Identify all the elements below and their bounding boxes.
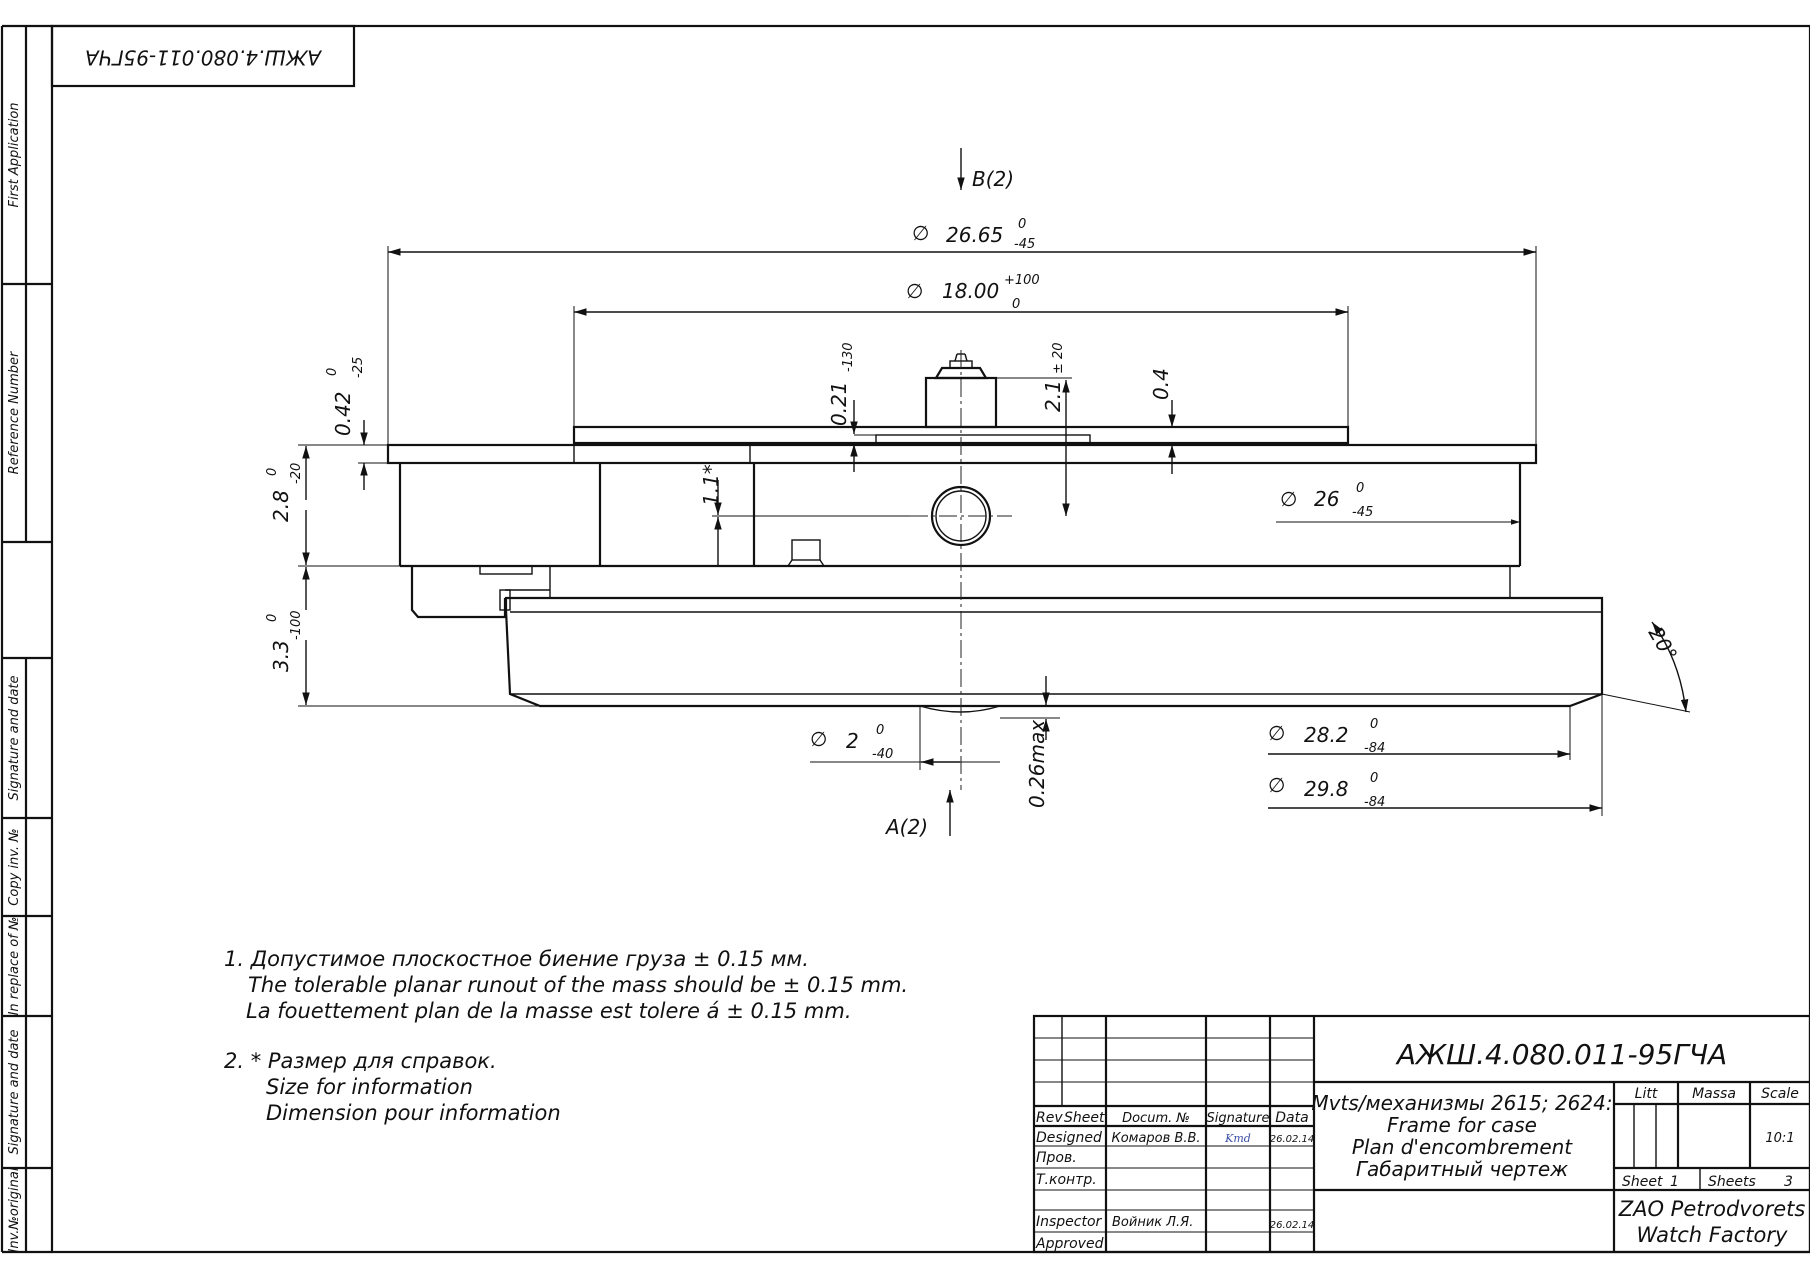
dim-2-8-upper: 0: [265, 468, 280, 476]
label-scale: Scale: [1761, 1086, 1799, 1102]
row-tkontr: Т.контр.: [1036, 1172, 1097, 1188]
note-2-fr: Dimension pour information: [266, 1101, 561, 1125]
title-doc-number: АЖШ.4.080.011-95ГЧА: [1395, 1038, 1727, 1071]
dim-26-lower: -45: [1352, 505, 1373, 520]
inspector-date: 26.02.14: [1270, 1220, 1315, 1231]
note-1-en: The tolerable planar runout of the mass …: [248, 973, 908, 997]
dim-29-8-lower: -84: [1364, 795, 1385, 810]
company-line-1: ZAO Petrodvorets: [1618, 1197, 1806, 1221]
diameter-symbol: ∅: [1268, 773, 1285, 797]
company-line-2: Watch Factory: [1637, 1223, 1788, 1247]
view-b-label: B(2): [972, 167, 1014, 191]
dim-2-upper: 0: [876, 723, 884, 738]
dim-2-1-tol: ± 20: [1051, 342, 1066, 374]
row-prov: Пров.: [1036, 1150, 1077, 1166]
dim-2-8-value: 2.8: [269, 490, 293, 522]
sheets-value: 3: [1784, 1174, 1793, 1190]
drawing-title-3: Plan d'encombrement: [1352, 1135, 1573, 1159]
sheet-value: 1: [1670, 1174, 1679, 1190]
row-approved: Approved: [1035, 1236, 1104, 1252]
dim-3-3-upper: 0: [265, 614, 280, 622]
header-data: Data: [1275, 1110, 1308, 1126]
dim-2-1-value: 2.1: [1041, 380, 1065, 412]
dim-3-3-value: 3.3: [269, 640, 293, 672]
diameter-symbol: ∅: [1268, 721, 1285, 745]
dim-26-65-lower: -45: [1014, 237, 1035, 252]
side-label-copy-inv: Copy inv. №: [7, 828, 22, 905]
dim-2-value: 2: [846, 729, 859, 753]
dim-18-00-value: 18.00: [942, 279, 999, 303]
note-1-fr: La fouettement plan de la masse est tole…: [246, 999, 852, 1023]
side-label-reference-number: Reference Number: [7, 350, 22, 474]
drawing-title-1: Mvts/механизмы 2615; 2624:: [1311, 1091, 1612, 1115]
dim-28-2-lower: -84: [1364, 741, 1385, 756]
dim-28-2-upper: 0: [1370, 717, 1378, 732]
title-block: АЖШ.4.080.011-95ГЧА Rev Sheet Docum. № S…: [1032, 1014, 1810, 1254]
center-lines: [910, 350, 1012, 790]
dim-2-lower: -40: [872, 747, 893, 762]
part-outline: [386, 353, 1604, 713]
dim-0-42-value: 0.42: [331, 391, 355, 436]
side-label-signature-date-1: Signature and date: [7, 675, 22, 800]
label-litt: Litt: [1635, 1086, 1658, 1102]
header-signature: Signature: [1206, 1111, 1269, 1126]
header-docum: Docum. №: [1122, 1111, 1190, 1126]
designed-signature: Kmd: [1224, 1132, 1251, 1145]
dim-0-21-value: 0.21: [827, 381, 851, 426]
sheet-frame: [0, 24, 1810, 1254]
dim-0-42-upper: 0: [325, 368, 340, 376]
diameter-symbol: ∅: [1280, 487, 1297, 511]
dim-0-26-value: 0.26max: [1025, 720, 1049, 808]
header-rev: Rev: [1036, 1110, 1063, 1126]
dim-0-42-lower: -25: [351, 357, 366, 378]
inspector-name: Войник Л.Я.: [1112, 1215, 1193, 1230]
designed-name: Комаров В.В.: [1111, 1131, 1200, 1146]
header-sheet: Sheet: [1064, 1110, 1105, 1126]
dim-0-4-value: 0.4: [1149, 368, 1173, 400]
dim-29-8-value: 29.8: [1304, 777, 1349, 801]
dim-1-1-value: 1.1*: [699, 464, 723, 506]
dim-26-value: 26: [1314, 487, 1339, 511]
dim-29-8-upper: 0: [1370, 771, 1378, 786]
stamp-box: АЖШ.4.080.011-95ГЧА: [50, 24, 356, 88]
dim-3-3-lower: -100: [289, 610, 304, 640]
dim-26-65-upper: 0: [1018, 217, 1026, 232]
drawing-title-2: Frame for case: [1387, 1113, 1537, 1137]
drawing-title-4: Габаритный чертеж: [1356, 1157, 1568, 1181]
dim-2-8-lower: -20: [289, 463, 304, 484]
row-inspector: Inspector: [1036, 1214, 1103, 1230]
label-sheets: Sheets: [1708, 1174, 1756, 1190]
note-1-ru: 1. Допустимое плоскостное биение груза ±…: [224, 947, 809, 971]
side-label-signature-date-2: Signature and date: [7, 1029, 22, 1154]
side-label-in-replace-of: In replace of №: [7, 917, 22, 1016]
dim-angle-value: 20°: [1644, 623, 1683, 666]
dim-0-21-lower: -130: [841, 342, 856, 372]
view-a-label: A(2): [884, 815, 928, 839]
diameter-symbol: ∅: [912, 221, 929, 245]
dim-26-65-value: 26.65: [946, 223, 1003, 247]
designed-date: 26.02.14: [1270, 1134, 1315, 1145]
side-label-inv-original: Inv.№original: [7, 1167, 22, 1252]
dimensions: B(2) A(2) ∅ 26.65 0 -45 ∅ 18.00 +100 0 0…: [265, 148, 1691, 839]
side-labels: First Application Reference Number Signa…: [7, 102, 22, 1252]
dim-18-00-lower: 0: [1012, 297, 1020, 312]
scale-value: 10:1: [1765, 1131, 1794, 1146]
note-2-ru: 2. * Размер для справок.: [224, 1049, 497, 1073]
notes: 1. Допустимое плоскостное биение груза ±…: [224, 947, 908, 1125]
dim-26-upper: 0: [1356, 481, 1364, 496]
row-designed: Designed: [1036, 1130, 1102, 1146]
stamp-text: АЖШ.4.080.011-95ГЧА: [85, 46, 323, 70]
label-massa: Massa: [1692, 1086, 1736, 1102]
diameter-symbol: ∅: [906, 279, 923, 303]
side-label-first-application: First Application: [7, 102, 22, 207]
label-sheet: Sheet: [1622, 1174, 1663, 1190]
note-2-en: Size for information: [266, 1075, 473, 1099]
dim-28-2-value: 28.2: [1304, 723, 1349, 747]
diameter-symbol: ∅: [810, 727, 827, 751]
dim-18-00-upper: +100: [1004, 273, 1040, 288]
